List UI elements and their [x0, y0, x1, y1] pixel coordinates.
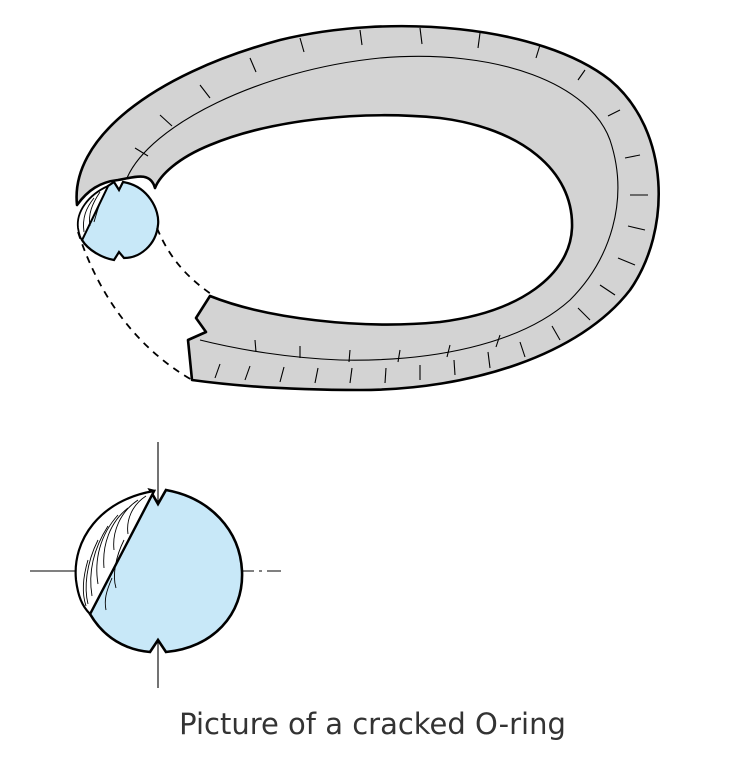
break-hatch-lines	[83, 191, 105, 233]
break-hatch-area	[76, 184, 110, 242]
o-ring-body	[75, 24, 660, 392]
dashed-leader-lines	[77, 227, 215, 381]
ring-outer-shape	[75, 24, 660, 392]
figure-caption: Picture of a cracked O-ring	[179, 707, 566, 741]
break-section-fill	[80, 180, 160, 262]
section-fracture-area	[74, 489, 156, 616]
section-face-fill	[88, 487, 244, 654]
cracked-o-ring-diagram	[30, 24, 660, 688]
surface-crack-marks	[134, 27, 648, 384]
break-cross-section	[76, 180, 160, 262]
fracture-hatch-lines	[82, 495, 147, 611]
enlarged-cross-section	[30, 442, 282, 688]
ring-inner-contour	[126, 55, 619, 361]
